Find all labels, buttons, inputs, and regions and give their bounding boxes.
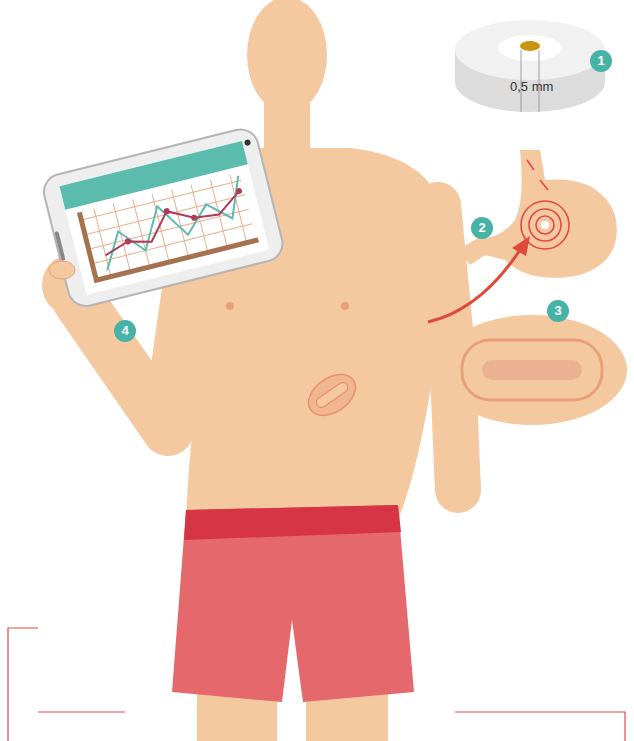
- callout-number: 1: [590, 50, 612, 72]
- callout-number: 3: [547, 300, 569, 322]
- belly-patch: [301, 366, 363, 424]
- shorts: [172, 505, 414, 702]
- callout-number: 4: [114, 320, 136, 342]
- pointer-arrow: [428, 250, 520, 322]
- patch: [437, 315, 627, 425]
- dimension-label: 0,5 mm: [510, 79, 553, 94]
- sensor-disc: [455, 20, 605, 112]
- person: [42, 0, 458, 741]
- phone: [40, 126, 286, 310]
- callout-number: 2: [471, 217, 493, 239]
- stomach: [458, 150, 617, 278]
